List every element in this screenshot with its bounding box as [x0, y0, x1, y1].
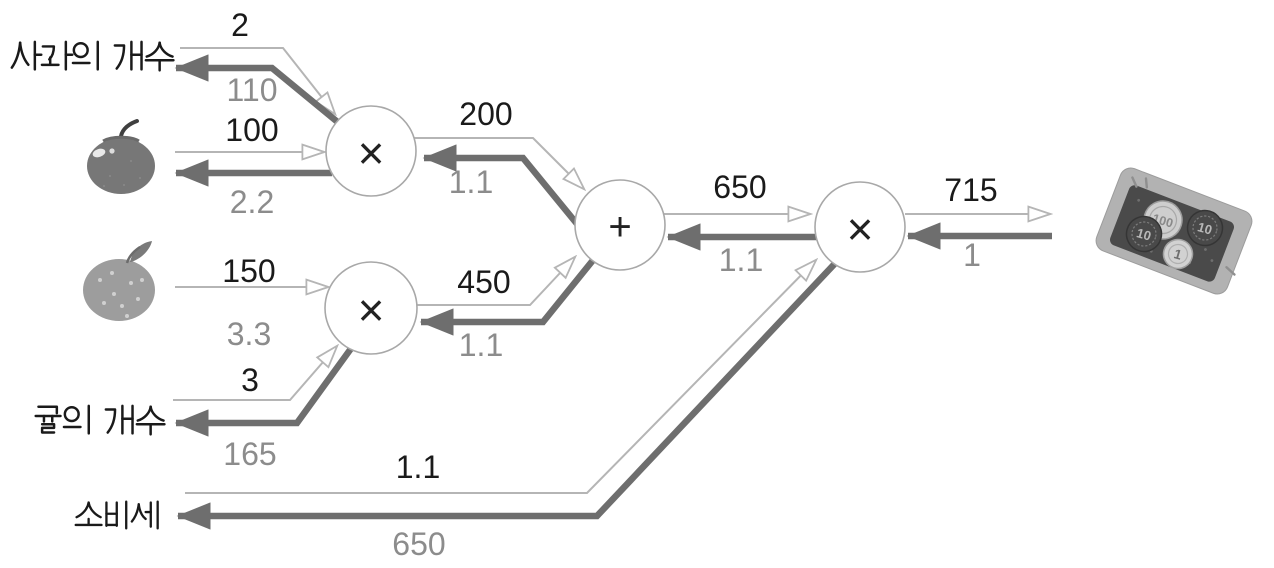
node-add: +	[574, 179, 666, 271]
edge-orange-subtotal-forward	[417, 257, 575, 306]
coin-1: 1	[1162, 238, 1194, 270]
value-tax-forward: 1.1	[396, 449, 440, 485]
edge-apple-count-backward	[174, 54, 343, 127]
multiply-operator: ×	[358, 127, 385, 179]
coin-10-left: 10	[1125, 215, 1163, 253]
edge-tax-backward	[176, 253, 845, 530]
edge-orange-count-backward	[174, 341, 358, 437]
value-orange-count-backward: 165	[223, 436, 276, 472]
multiply-operator: ×	[847, 203, 874, 255]
backward-edges	[174, 54, 1052, 530]
multiply-operator: ×	[358, 284, 385, 336]
edge-apple-count-forward	[180, 47, 335, 114]
coin-10-label: 10	[1196, 219, 1214, 237]
edge-tax-forward	[185, 260, 816, 494]
value-orange-price-backward: 3.3	[227, 316, 271, 352]
label-orange-count	[34, 404, 166, 436]
value-apple-subtotal-backward: 1.1	[449, 164, 493, 200]
coin-10-label: 10	[1135, 225, 1153, 243]
label-apple-count	[10, 40, 175, 72]
value-fruit-total-backward: 1.1	[719, 242, 763, 278]
value-orange-subtotal-backward: 1.1	[459, 327, 503, 363]
node-circle	[574, 179, 666, 271]
apple-icon	[87, 119, 155, 194]
coin-1-label: 1	[1172, 246, 1184, 263]
node-circle	[814, 181, 906, 273]
value-final-total-backward: 1	[963, 237, 981, 273]
value-orange-count-forward: 3	[241, 362, 259, 398]
edge-apple-subtotal-forward	[414, 137, 584, 189]
value-tax-backward: 650	[392, 526, 445, 562]
coin-tray-icon: 100 10 10 1	[1095, 167, 1253, 295]
node-orange-multiply: ×	[324, 261, 418, 355]
forward-edges	[173, 47, 1050, 494]
coin-10-right: 10	[1186, 209, 1224, 247]
value-orange-price-forward: 150	[222, 253, 275, 289]
value-orange-subtotal-forward: 450	[457, 264, 510, 300]
value-apple-subtotal-forward: 200	[459, 96, 512, 132]
orange-icon	[83, 241, 155, 321]
node-apple-multiply: ×	[325, 105, 417, 197]
value-apple-count-backward: 110	[226, 72, 277, 108]
value-fruit-total-forward: 650	[713, 169, 766, 205]
edge-apple-subtotal-backward	[422, 144, 585, 233]
node-circle	[324, 261, 418, 355]
value-apple-price-forward: 100	[225, 112, 278, 148]
label-consumption-tax	[74, 500, 159, 530]
value-apple-count-forward: 2	[231, 7, 249, 43]
edge-orange-subtotal-backward	[419, 251, 601, 336]
node-tax-multiply: ×	[814, 181, 906, 273]
value-final-total-forward: 715	[944, 172, 997, 208]
edge-orange-count-forward	[173, 346, 337, 401]
value-apple-price-backward: 2.2	[230, 184, 274, 220]
add-operator: +	[608, 205, 631, 249]
node-circle	[325, 105, 417, 197]
